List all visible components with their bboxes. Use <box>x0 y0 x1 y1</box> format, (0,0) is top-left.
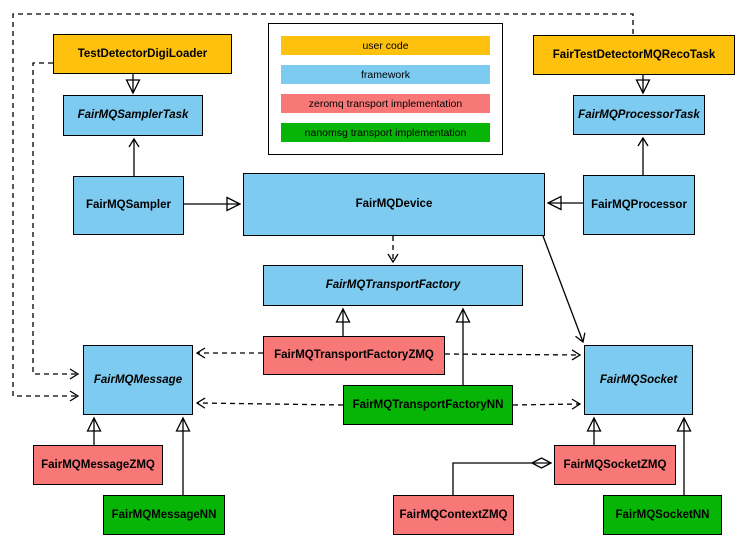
node-fairmqsocket: FairMQSocket <box>584 345 693 415</box>
node-fairmqcontextzmq-label: FairMQContextZMQ <box>399 508 508 521</box>
node-fairmqcontextzmq: FairMQContextZMQ <box>393 495 514 535</box>
node-fairmqmessage-label: FairMQMessage <box>93 373 183 386</box>
node-fairmqtransportfactorynn: FairMQTransportFactoryNN <box>343 385 513 425</box>
node-fairmqsocketzmq-label: FairMQSocketZMQ <box>563 458 667 471</box>
dep-factorynn-to-message-line <box>195 397 344 409</box>
node-fairtestdetectormqrecotask: FairTestDetectorMQRecoTask <box>533 35 735 75</box>
node-fairmqmessagezmq-label: FairMQMessageZMQ <box>41 458 155 471</box>
legend-label-framework: framework <box>360 68 410 81</box>
node-fairmqsampler-label: FairMQSampler <box>86 199 171 212</box>
node-fairmqsocketzmq: FairMQSocketZMQ <box>554 445 676 485</box>
node-fairmqprocessortask-label: FairMQProcessorTask <box>578 108 700 121</box>
legend-label-user-code: user code <box>362 39 409 52</box>
legend-item-framework: framework <box>281 65 490 84</box>
node-fairmqtransportfactoryzmq-label: FairMQTransportFactoryZMQ <box>274 349 434 362</box>
node-fairmqsampler: FairMQSampler <box>73 176 184 235</box>
node-fairmqmessagenn: FairMQMessageNN <box>103 495 225 535</box>
node-fairmqprocessor-label: FairMQProcessor <box>591 198 687 211</box>
node-fairtestdetectormqrecotask-label: FairTestDetectorMQRecoTask <box>552 48 716 61</box>
node-testdetectordigiloader-label: TestDetectorDigiLoader <box>77 47 208 60</box>
dep-factorynn-to-socket-line <box>512 398 582 410</box>
node-testdetectordigiloader: TestDetectorDigiLoader <box>53 34 232 74</box>
node-fairmqtransportfactory-label: FairMQTransportFactory <box>325 279 461 292</box>
node-fairmqdevice: FairMQDevice <box>243 173 545 236</box>
node-fairmqprocessortask: FairMQProcessorTask <box>573 95 705 135</box>
node-fairmqtransportfactory: FairMQTransportFactory <box>263 265 523 306</box>
node-fairmqsamplertask: FairMQSamplerTask <box>63 95 203 136</box>
node-fairmqmessagenn-label: FairMQMessageNN <box>111 508 217 521</box>
node-fairmqmessagezmq: FairMQMessageZMQ <box>33 445 163 485</box>
assoc-device-to-socket-line <box>542 235 586 344</box>
node-fairmqsamplertask-label: FairMQSamplerTask <box>77 109 189 122</box>
node-fairmqmessage: FairMQMessage <box>83 345 193 415</box>
dep-factoryzmq-to-socket-line <box>444 349 582 361</box>
node-fairmqsocketnn-label: FairMQSocketNN <box>615 508 710 521</box>
node-fairmqtransportfactoryzmq: FairMQTransportFactoryZMQ <box>263 336 445 375</box>
node-fairmqsocket-label: FairMQSocket <box>599 373 678 386</box>
dep-recotask-to-message-line <box>12 13 634 402</box>
node-fairmqtransportfactorynn-label: FairMQTransportFactoryNN <box>352 398 504 411</box>
legend-label-zeromq: zeromq transport implementation <box>308 97 463 110</box>
dep-digiloader-to-message-line <box>32 62 80 380</box>
legend-item-user-code: user code <box>281 36 490 55</box>
legend-item-nanomsg: nanomsg transport implementation <box>281 123 490 142</box>
legend-item-zeromq: zeromq transport implementation <box>281 94 490 113</box>
node-fairmqdevice-label: FairMQDevice <box>355 198 433 211</box>
node-fairmqprocessor: FairMQProcessor <box>583 175 695 235</box>
node-fairmqsocketnn: FairMQSocketNN <box>603 495 722 535</box>
legend-box: user code framework zeromq transport imp… <box>268 23 503 155</box>
composition-contextzmq-socketzmq-line <box>452 463 551 495</box>
legend-label-nanomsg: nanomsg transport implementation <box>304 126 467 139</box>
